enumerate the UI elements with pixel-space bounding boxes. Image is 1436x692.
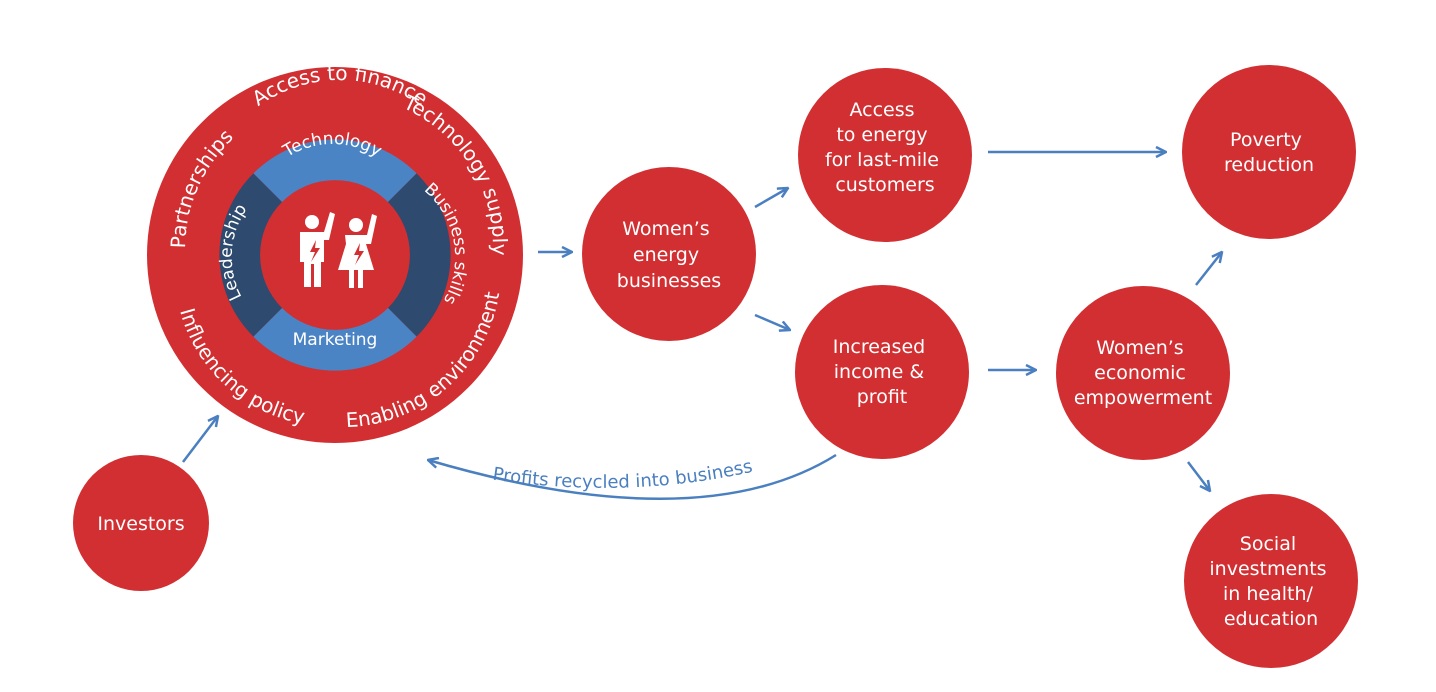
node-poverty-reduction: Poverty reduction — [1182, 65, 1356, 239]
node-investors: Investors — [73, 455, 209, 591]
hub-center-circle — [265, 185, 405, 325]
hub: Access to finance Partnerships Technolog… — [147, 61, 523, 443]
segment-marketing — [253, 308, 417, 371]
arrows — [182, 152, 1222, 501]
arrow-businesses-to-income — [754, 313, 790, 330]
arrow-empowerment-to-social — [1187, 461, 1210, 491]
segment-business-skills — [388, 173, 451, 337]
arrow-empowerment-to-poverty — [1195, 252, 1222, 286]
segment-technology — [253, 139, 417, 202]
arrow-profits-loop — [428, 453, 837, 501]
women-entrepreneurs-icon — [300, 212, 377, 288]
node-poverty-reduction-label: Poverty reduction — [1224, 129, 1314, 176]
node-social-investments-label: Social investments in health/ education — [1209, 533, 1332, 630]
node-access-to-energy-label: Access to energy for last-mile customers — [825, 99, 945, 196]
node-womens-energy-businesses: Women’s energy businesses — [582, 167, 756, 341]
node-social-investments: Social investments in health/ education — [1184, 494, 1358, 668]
node-increased-income: Increased income & profit — [795, 285, 969, 459]
node-womens-energy-businesses-label: Women’s energy businesses — [617, 218, 721, 292]
node-womens-economic-empowerment-label: Women’s economic empowerment — [1074, 337, 1212, 409]
label-marketing: Marketing — [293, 330, 378, 350]
node-investors-label: Investors — [97, 513, 184, 535]
node-womens-economic-empowerment: Women’s economic empowerment — [1056, 286, 1230, 460]
node-access-to-energy: Access to energy for last-mile customers — [798, 68, 972, 242]
loop-label: Profits recycled into business — [491, 456, 754, 493]
arrow-businesses-to-access — [754, 188, 788, 209]
segment-leadership — [219, 173, 282, 337]
arrow-investors-to-hub — [182, 416, 218, 463]
inner-ring — [219, 139, 451, 371]
node-increased-income-label: Increased income & profit — [833, 336, 932, 408]
